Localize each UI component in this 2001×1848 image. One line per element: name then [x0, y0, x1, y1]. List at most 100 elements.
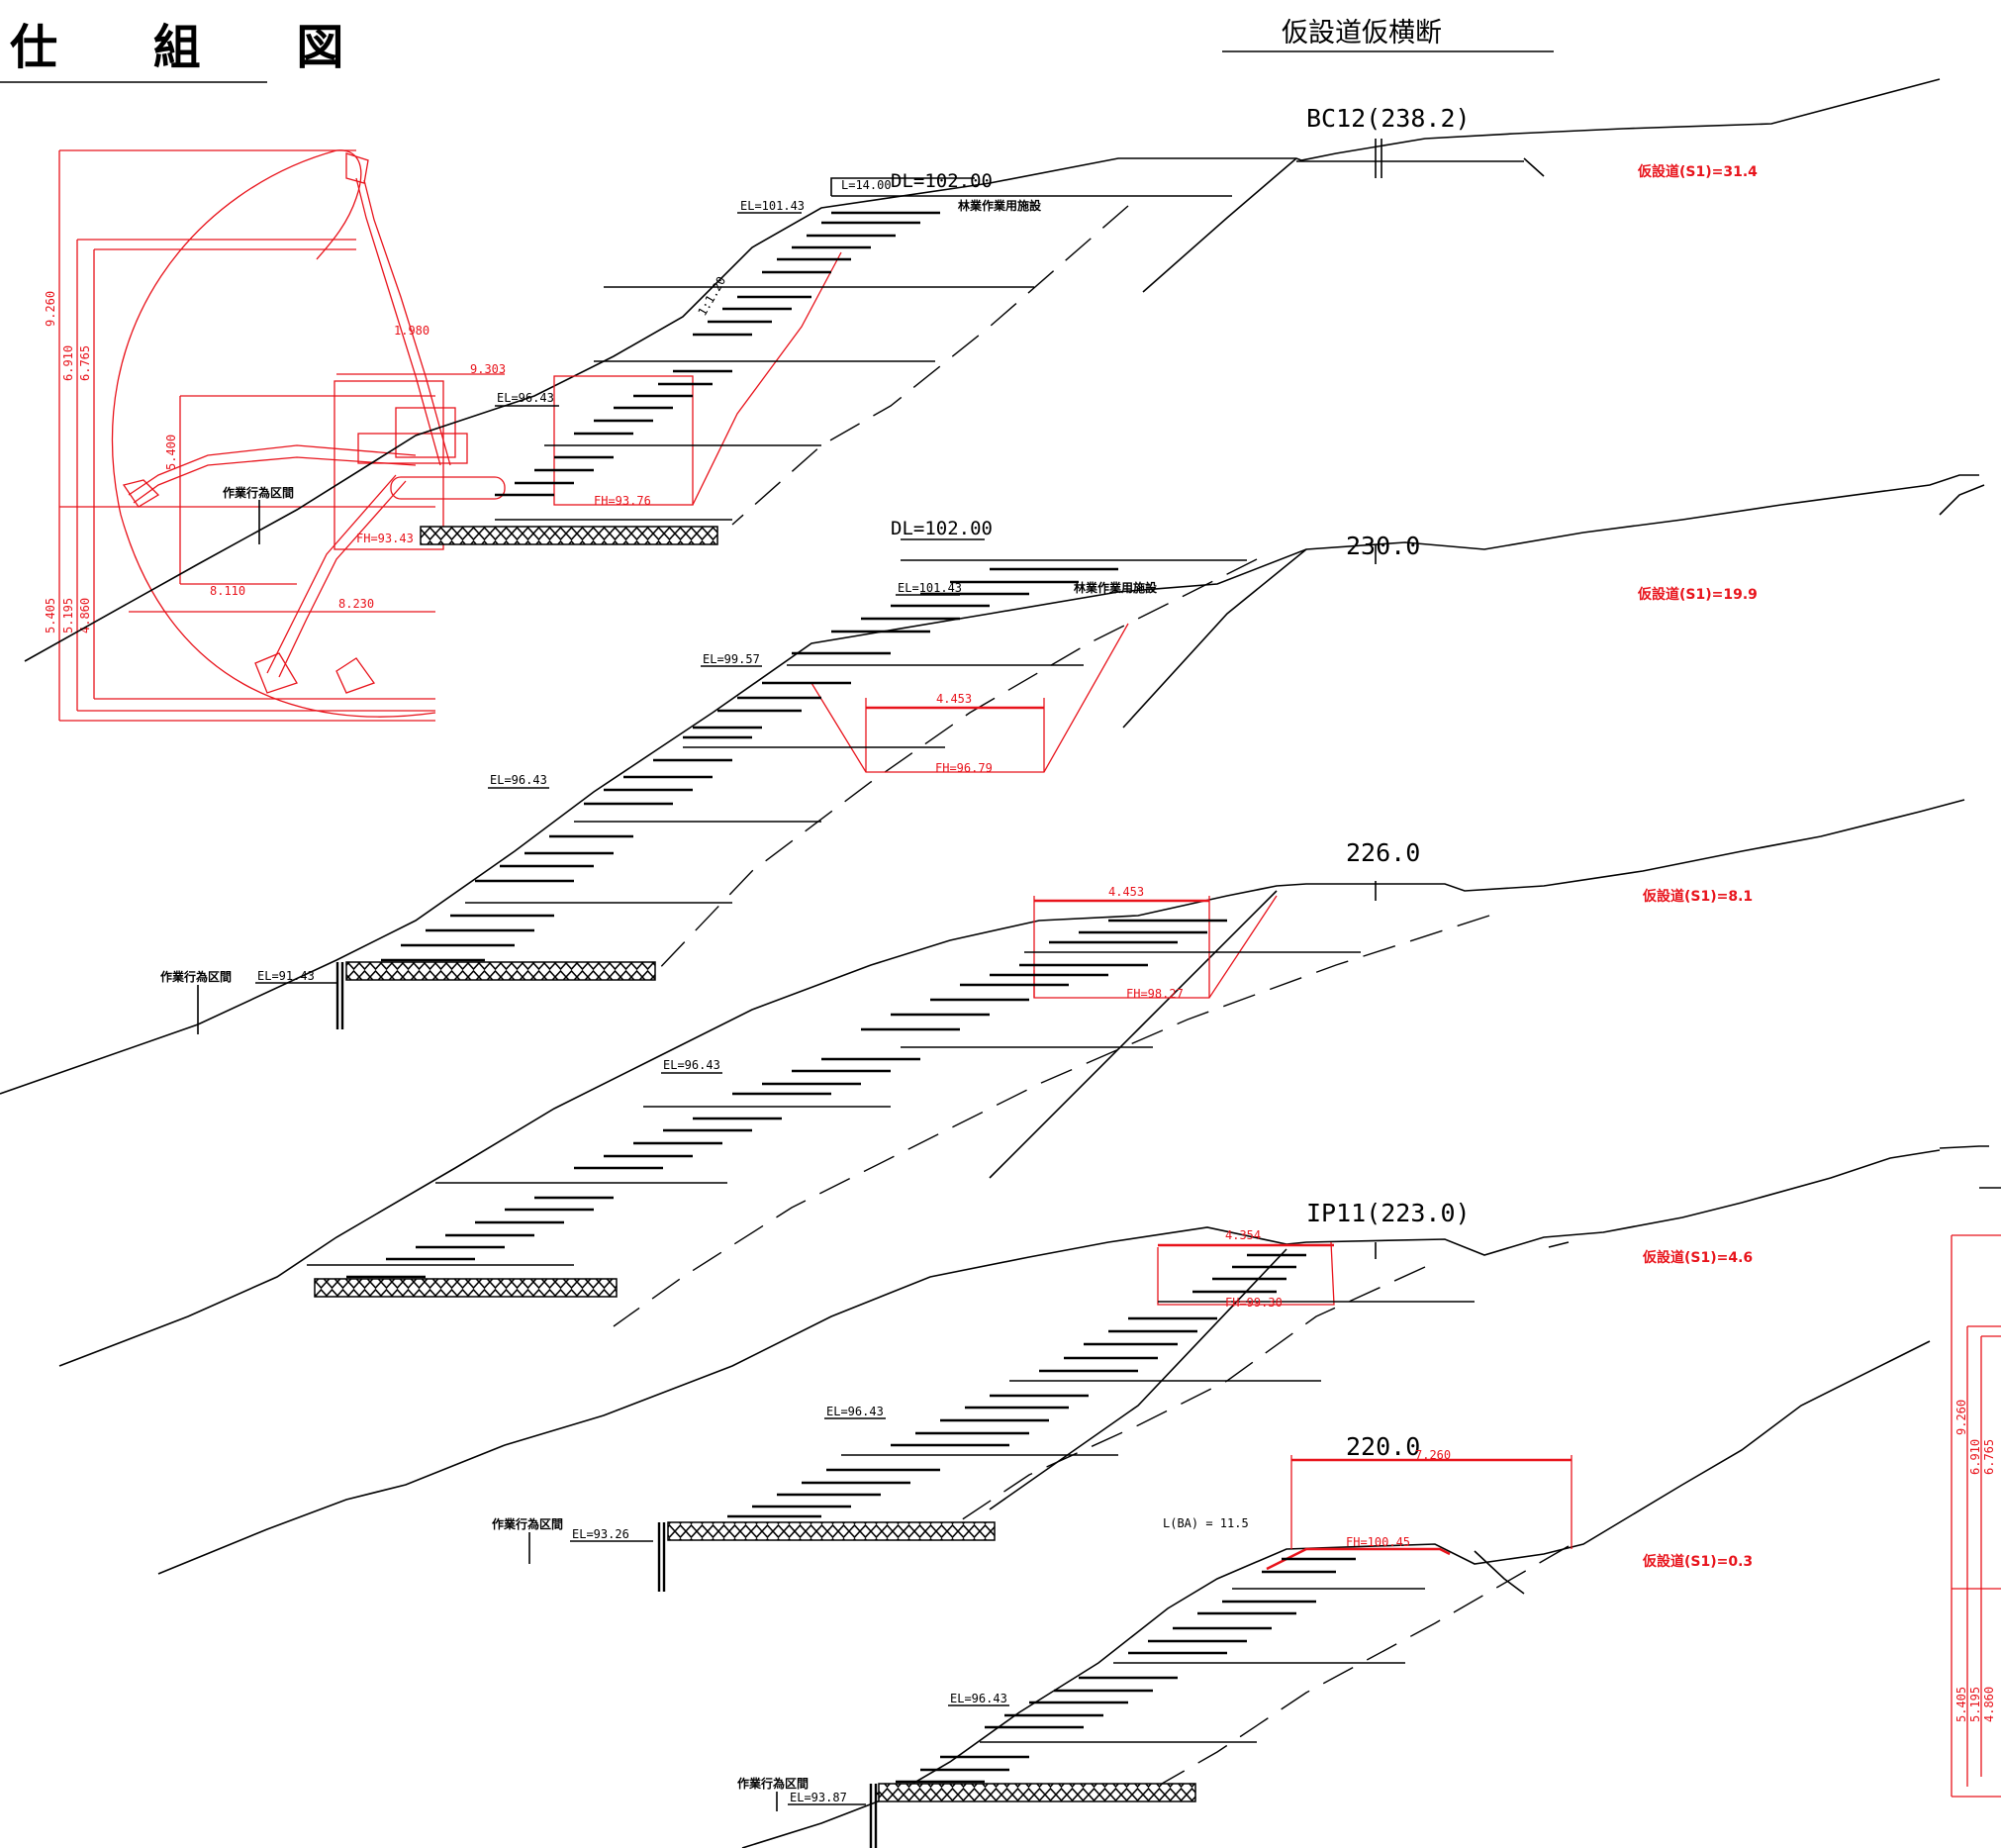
bucket-arc — [316, 149, 362, 260]
red-excavation — [810, 623, 1129, 773]
ground-line — [24, 78, 1941, 662]
gabion-base — [878, 1783, 1196, 1802]
work-zone-label: 作業行為区間 — [492, 1516, 563, 1531]
boom-down — [278, 480, 407, 678]
gabion-base — [314, 1278, 618, 1298]
excavator-body — [357, 433, 468, 464]
dim-label: 1.980 — [394, 324, 429, 338]
dashed-boundary — [613, 915, 1490, 1327]
el-label: EL=93.87 — [790, 1791, 847, 1804]
section-ip11: IP11(223.0) 仮設道(S1)=4.6 4.354 FH=99.30 E… — [157, 1145, 1989, 1592]
width-label: 4.453 — [1108, 885, 1144, 899]
station-label: 226.0 — [1346, 838, 1420, 867]
width-label: 4.453 — [936, 692, 972, 706]
right-edge-dimensions: 9.260 6.910 6.765 5.405 5.195 4.860 — [1951, 1187, 2001, 1798]
dl-label: DL=102.00 — [891, 170, 993, 192]
el-label: EL=96.43 — [950, 1692, 1007, 1705]
fh-label: FH=100.45 — [1346, 1535, 1410, 1549]
boom-left — [133, 456, 417, 504]
hatch-slope — [381, 567, 1118, 962]
el-label: EL=96.43 — [663, 1058, 720, 1072]
drawing-header: 仮設道仮横断 — [1282, 18, 1442, 49]
width-label: 4.354 — [1225, 1228, 1261, 1242]
road-label: 仮設道(S1)=19.9 — [1637, 586, 1758, 603]
bucket — [335, 657, 376, 694]
hatch-slope — [727, 1253, 1306, 1518]
fh-label: FH=99.30 — [1225, 1296, 1283, 1310]
el-label: EL=99.57 — [703, 652, 760, 666]
el-label: EL=91.43 — [257, 969, 315, 983]
hatch-slope — [495, 211, 940, 497]
cut-slope — [989, 1248, 1287, 1510]
ground-line — [58, 799, 1965, 1367]
dashed-boundary — [652, 558, 1258, 976]
bucket — [345, 152, 369, 184]
el-label: EL=96.43 — [497, 391, 554, 405]
dim-label: 6.910 — [1968, 1439, 1982, 1475]
boom-upper — [355, 177, 441, 466]
work-zone-label: 作業行為区間 — [223, 485, 294, 500]
work-zone-label: 作業行為区間 — [737, 1776, 809, 1791]
fh-label: FH=93.76 — [594, 494, 651, 508]
boom-upper — [363, 179, 451, 466]
dim-label: 8.230 — [338, 597, 374, 611]
cut-slope — [989, 890, 1278, 1179]
dim-label: 5.405 — [1954, 1687, 1968, 1722]
dim-label: 5.195 — [61, 598, 75, 633]
dim-label: 9.260 — [44, 291, 57, 327]
bucket — [254, 652, 298, 694]
section-bc12: BC12(238.2) 仮設道(S1)=31.4 DL=102.00 L=14.… — [24, 78, 1941, 662]
excavator-track — [390, 476, 506, 500]
ground-line-right — [1939, 1145, 1989, 1149]
gabion-base — [345, 961, 656, 981]
dim-label: 8.110 — [210, 584, 245, 598]
el-label: EL=96.43 — [826, 1405, 884, 1418]
section-220: 220.0 7.260 L(BA) = 11.5 FH=100.45 仮設道(S… — [737, 1340, 1931, 1848]
fh-label: FH=93.43 — [356, 532, 414, 545]
section-226: 226.0 仮設道(S1)=8.1 4.453 FH=98.27 EL=96.4… — [58, 799, 1965, 1367]
cut-slope — [1122, 548, 1307, 729]
fh-label: FH=96.79 — [935, 761, 993, 775]
road-label: 仮設道(S1)=8.1 — [1642, 888, 1753, 905]
boom-down — [266, 474, 397, 674]
red-box — [553, 375, 694, 506]
station-label: IP11(223.0) — [1306, 1199, 1471, 1227]
dim-label: 9.303 — [470, 362, 506, 376]
dashed-boundary — [731, 205, 1129, 526]
cut-slope — [1474, 1550, 1525, 1595]
ground-detail — [1548, 1241, 1570, 1248]
ground-line — [741, 1340, 1931, 1848]
bucket — [122, 479, 160, 508]
station-label: BC12(238.2) — [1306, 104, 1471, 133]
slope-label: 1:1.20 — [695, 274, 728, 319]
road-label: 仮設道(S1)=31.4 — [1637, 163, 1758, 180]
dl-line — [830, 177, 975, 196]
facility-label: 林業作業用施設 — [958, 198, 1042, 213]
el-label: EL=101.43 — [740, 199, 805, 213]
boom-left — [128, 444, 417, 496]
excavator-cab — [395, 407, 456, 458]
excavator-reach-diagram: 9.260 6.910 6.765 5.405 5.195 4.860 5.40… — [44, 149, 506, 722]
el-label: EL=96.43 — [490, 773, 547, 787]
red-excavation — [692, 251, 842, 506]
dashed-boundary — [1147, 1545, 1570, 1793]
el-label: EL=93.26 — [572, 1527, 629, 1541]
side-ditch — [1523, 157, 1545, 177]
dim-label: 9.260 — [1954, 1400, 1968, 1435]
dim-label: 6.910 — [61, 345, 75, 381]
ground-line-right — [1939, 484, 1985, 516]
road-label: 仮設道(S1)=0.3 — [1642, 1553, 1753, 1570]
hatch-slope — [346, 919, 1227, 1279]
dim-label: 6.765 — [1982, 1439, 1996, 1475]
ground-line — [157, 1149, 1941, 1575]
station-label: 220.0 — [1346, 1432, 1420, 1461]
work-zone-label: 作業行為区間 — [160, 969, 232, 984]
length-label: L=14.00 — [841, 178, 892, 192]
dim-label: 5.405 — [44, 598, 57, 633]
el-label: EL=101.43 — [898, 581, 962, 595]
cut-slope — [1142, 157, 1297, 293]
reach-envelope — [111, 149, 436, 718]
dim-label: 6.765 — [78, 345, 92, 381]
cab-box — [334, 380, 444, 550]
